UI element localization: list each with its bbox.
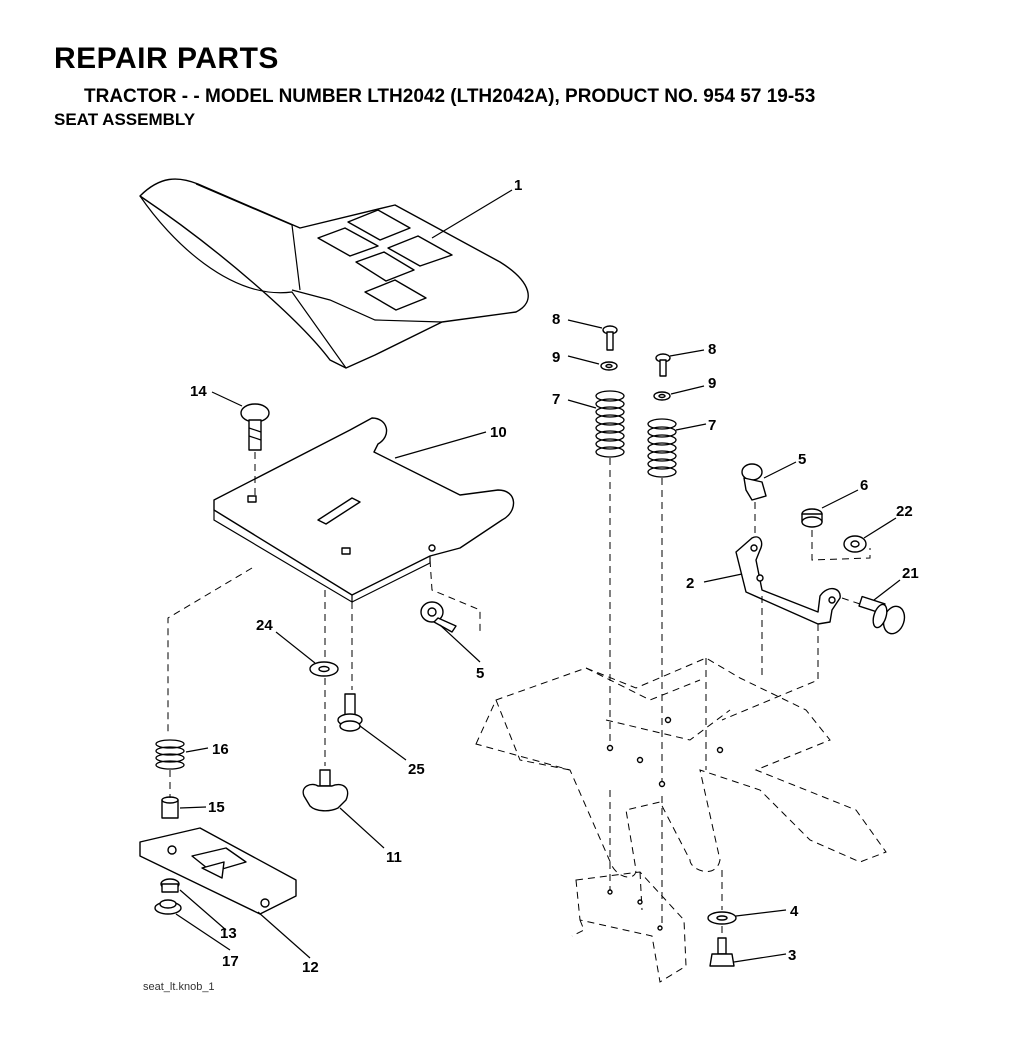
callout-22: 22 xyxy=(896,503,913,520)
callout-25: 25 xyxy=(408,761,425,778)
callout-9-right: 9 xyxy=(708,375,716,392)
callout-7-right: 7 xyxy=(708,417,716,434)
callout-10: 10 xyxy=(490,424,507,441)
callout-12: 12 xyxy=(302,959,319,976)
nut-part-6 xyxy=(801,508,823,528)
callout-9-left: 9 xyxy=(552,349,560,366)
washer-part-9-left xyxy=(600,361,618,371)
figure-caption: seat_lt.knob_1 xyxy=(143,981,215,993)
callout-15: 15 xyxy=(208,799,225,816)
callout-14: 14 xyxy=(190,383,207,400)
bolt-part-8-right xyxy=(655,353,671,377)
callout-1: 1 xyxy=(514,177,522,194)
flange-nut-part xyxy=(154,899,182,915)
washer-part-24 xyxy=(309,661,339,677)
model-subtitle: TRACTOR - - MODEL NUMBER LTH2042 (LTH204… xyxy=(84,86,816,107)
callout-16: 16 xyxy=(212,741,229,758)
page-title: REPAIR PARTS xyxy=(54,42,279,75)
spring-part-7-left xyxy=(595,390,625,458)
seat-part xyxy=(139,178,529,369)
bolt-part-8-left xyxy=(602,325,618,351)
nut-part-13 xyxy=(160,878,180,893)
bolt-part-3 xyxy=(709,937,735,967)
callout-3: 3 xyxy=(788,947,796,964)
spacer-part xyxy=(161,796,179,819)
tractor-frame-outline xyxy=(475,657,887,983)
washer-part-9-right xyxy=(653,391,671,401)
callout-8-right: 8 xyxy=(708,341,716,358)
callout-7-left: 7 xyxy=(552,391,560,408)
washer-part-4 xyxy=(707,911,737,925)
shoulder-bolt-part xyxy=(337,693,363,732)
callout-6: 6 xyxy=(860,477,868,494)
clip-part-left xyxy=(420,601,457,633)
spring-part-7-right xyxy=(647,418,677,478)
clip-part-right xyxy=(741,463,767,501)
callout-2: 2 xyxy=(686,575,694,592)
bracket-part-12 xyxy=(139,827,297,915)
bolt-part-21 xyxy=(858,595,906,635)
spring-part-16 xyxy=(155,739,185,770)
section-title: SEAT ASSEMBLY xyxy=(54,110,196,129)
callout-21: 21 xyxy=(902,565,919,582)
callout-13: 13 xyxy=(220,925,237,942)
bracket-part-2 xyxy=(735,536,841,625)
carriage-bolt-part xyxy=(240,403,270,451)
callout-24: 24 xyxy=(256,617,273,634)
callout-4: 4 xyxy=(790,903,799,920)
callout-5-right: 5 xyxy=(798,451,806,468)
nut-part-22 xyxy=(843,535,867,553)
knob-part xyxy=(302,769,349,812)
callout-8-left: 8 xyxy=(552,311,560,328)
callout-17: 17 xyxy=(222,953,239,970)
callout-11: 11 xyxy=(386,849,402,866)
callout-5-left: 5 xyxy=(476,665,484,682)
